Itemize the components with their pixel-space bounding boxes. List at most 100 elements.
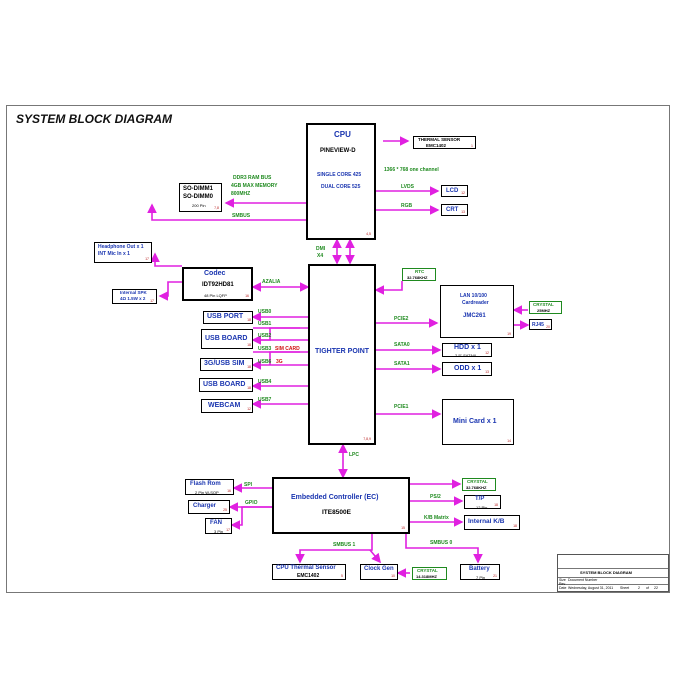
ddr-line2: 4GB MAX MEMORY <box>231 183 278 189</box>
odd-label: ODD x 1 <box>454 365 482 372</box>
ec-name: ITE8500E <box>322 509 351 516</box>
usb-board-1-page: 18 <box>247 343 251 347</box>
crystal-lan: CRYSTAL 25MHZ <box>529 301 562 314</box>
hdd-label: HDD x 1 <box>454 344 481 351</box>
usb-board-2-page: 18 <box>247 386 251 390</box>
spk-line2: 4Ω 1.5W x 2 <box>120 296 146 301</box>
sodimm-line3: 200 Pin <box>192 203 206 208</box>
cpu-block: CPU PINEVIEW-D SINGLE CORE 425 DUAL CORE… <box>306 123 376 240</box>
minicard-page: 14 <box>507 439 511 443</box>
gpio-label: GPIO <box>245 500 258 506</box>
titleblock-title: SYSTEM BLOCK DIAGRAM <box>580 570 632 575</box>
usb6-label: USB6 <box>258 359 272 365</box>
odd-block: ODD x 1 13 <box>442 362 492 376</box>
titleblock-of: 22 <box>654 586 658 590</box>
crystal-lan-label: CRYSTAL <box>533 302 554 307</box>
cpu-name: PINEVIEW-D <box>320 148 356 154</box>
minicard-block: Mini Card x 1 14 <box>442 399 514 445</box>
flash-page: 16 <box>227 489 231 493</box>
crystal-clk-label: CRYSTAL <box>417 568 438 573</box>
codec-block: Codec IDT92HD81 48 Pin LQFP 16 <box>182 267 253 301</box>
3g-usb-sim-label: 3G/USB SIM <box>204 360 245 367</box>
headphone-line2: INT Mic In x 1 <box>98 251 130 257</box>
codec-page: 16 <box>245 294 249 298</box>
cpu-title: CPU <box>334 130 351 139</box>
usb4-label: USB4 <box>258 379 272 385</box>
hub-page: 7,8,9 <box>363 437 371 441</box>
ddr-line3: 800MHZ <box>231 191 251 197</box>
crt-page: 13 <box>461 210 465 214</box>
lan-line2: Cardreader <box>462 300 489 306</box>
kb-matrix-label: K/B Matrix <box>424 515 449 521</box>
crystal-lan-freq: 25MHZ <box>537 308 551 313</box>
smbus1-label: SMBUS 1 <box>333 542 356 548</box>
cpu-thermal-line2: EMC1402 <box>297 573 320 579</box>
sodimm-line2: SO-DIMM0 <box>183 194 213 200</box>
ps2-label: PS/2 <box>430 494 441 500</box>
crt-label: CRT <box>446 207 459 213</box>
titleblock-of-label: of <box>646 586 649 590</box>
titleblock-date: Wednesday, August 31, 2011 <box>568 586 614 590</box>
usb2-label: USB2 <box>258 333 272 339</box>
lpc-label: LPC <box>349 452 359 458</box>
hub-name: TIGHTER POINT <box>315 348 370 355</box>
usb-board-block-2: USB BOARD 18 <box>199 378 253 392</box>
crystal-ec-freq: 32.768KHZ <box>466 485 487 490</box>
usb-board-2-label: USB BOARD <box>203 381 246 388</box>
usb-port-page: 18 <box>247 318 251 322</box>
pcie2-label: PCIE2 <box>394 316 409 322</box>
thermal-top-line1: THERMAL SENSOR <box>418 137 461 142</box>
rtc-freq: 32.768KHZ <box>407 275 428 280</box>
spk-page: 17 <box>150 299 154 303</box>
webcam-block: WEBCAM 12 <box>201 399 253 413</box>
3g-usb-sim-block: 3G/USB SIM 18 <box>200 358 253 371</box>
sodimm-line1: SO-DIMM1 <box>183 186 213 192</box>
crystal-ec-label: CRYSTAL <box>467 479 488 484</box>
usb3-label: USB3 <box>258 346 272 352</box>
crt-block: CRT 13 <box>441 204 468 216</box>
cpu-thermal-line1: CPU Thermal Sensor <box>276 565 336 571</box>
tp-label: T/P <box>475 496 485 502</box>
usb0-label: USB0 <box>258 309 272 315</box>
ec-page: 15 <box>401 526 405 530</box>
crystal-clk: CRYSTAL 14.318MHZ <box>412 567 447 580</box>
ddr-line1: DDR3 RAM BUS <box>233 175 272 181</box>
usb6-note: 3G <box>276 359 283 365</box>
titleblock-sheet: 2 <box>638 586 640 590</box>
codec-sub: 48 Pin LQFP <box>204 293 227 298</box>
battery-sub: 7 Pin <box>476 575 486 580</box>
lan-name: JMC261 <box>463 313 486 319</box>
tp-sub: 12 Pin <box>476 505 488 510</box>
sata0-label: SATA0 <box>394 342 410 348</box>
rgb-label: RGB <box>401 203 413 209</box>
cpu-page: 4,5 <box>366 232 371 236</box>
hdd-block: HDD x 1 2.5" SATAIII 12 <box>442 343 492 358</box>
clock-gen-page: 10 <box>391 574 395 578</box>
odd-page: 13 <box>485 370 489 374</box>
crystal-clk-freq: 14.318MHZ <box>416 574 437 579</box>
rj45-page: 20 <box>546 325 550 329</box>
keyboard-block: Internal K/B 18 <box>464 515 520 530</box>
spi-label: SPI <box>244 482 253 488</box>
thermal-top-page: 1 <box>471 144 473 148</box>
titleblock-sheet-label: Sheet <box>620 586 630 590</box>
tp-block: T/P 12 Pin 18 <box>464 495 501 510</box>
crystal-ec: CRYSTAL 32.768KHZ <box>462 478 496 491</box>
lcd-label: LCD <box>446 188 459 194</box>
cpu-thermal-sensor-block: CPU Thermal Sensor EMC1402 5 <box>272 564 346 580</box>
pcie1-label: PCIE1 <box>394 404 409 410</box>
diagram-title: SYSTEM BLOCK DIAGRAM <box>16 112 172 126</box>
dmi-width: X4 <box>317 253 324 259</box>
cpu-line2: DUAL CORE 525 <box>321 184 361 190</box>
usb-port-block: USB PORT 18 <box>203 311 253 324</box>
smbus-label: SMBUS <box>232 213 251 219</box>
sata1-label: SATA1 <box>394 361 410 367</box>
thermal-top-line2: EMC1402 <box>426 143 447 148</box>
cpu-line1: SINGLE CORE 425 <box>317 172 362 178</box>
codec-name: IDT92HD81 <box>202 282 234 288</box>
titleblock-date-label: Date <box>559 586 567 590</box>
codec-title: Codec <box>204 270 226 277</box>
usb-port-label: USB PORT <box>207 313 244 320</box>
drawing-frame <box>6 105 670 593</box>
